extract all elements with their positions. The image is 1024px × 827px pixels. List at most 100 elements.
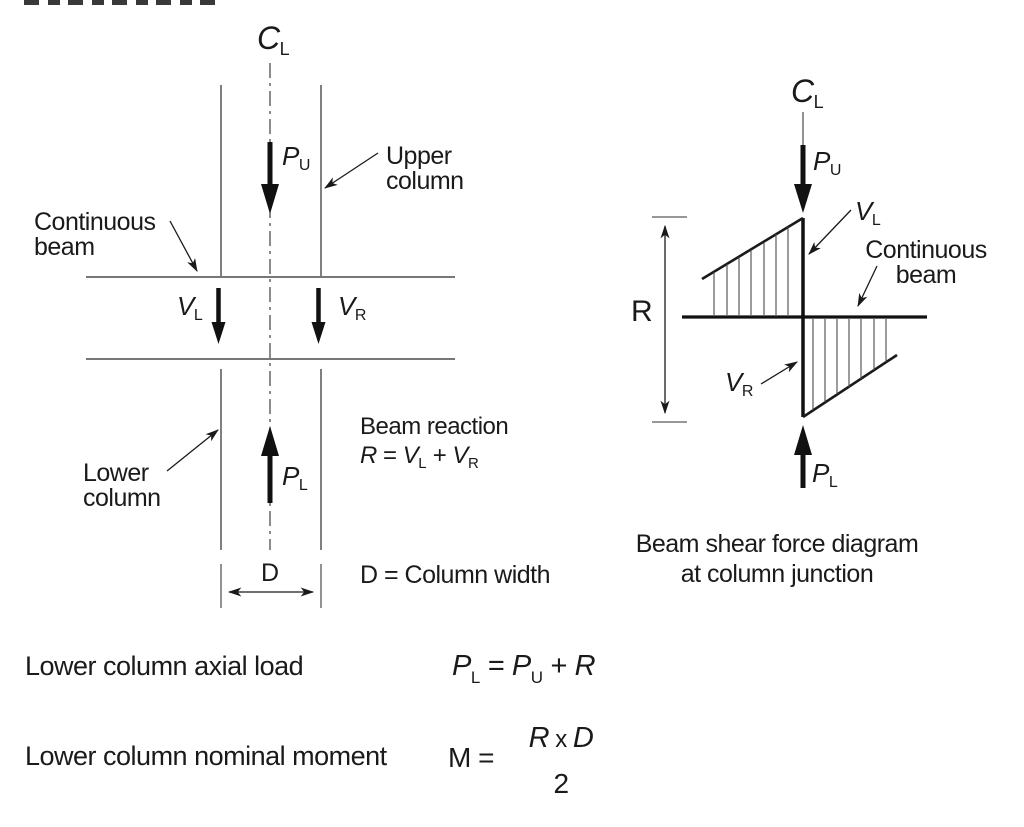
label-line: beam — [895, 261, 957, 289]
shear-right-label: VR — [338, 293, 366, 324]
var-sub: R — [354, 307, 367, 324]
beam-reaction-formula: R = VL + VR — [360, 441, 508, 478]
plus-sign: + — [543, 650, 575, 682]
var-base: R — [574, 650, 596, 682]
shear-diagram-caption: Beam shear force diagram at column junct… — [598, 529, 956, 589]
nominal-moment-fraction: R x D 2 — [518, 723, 604, 798]
label-line: beam — [34, 233, 95, 261]
equals-sign: = — [480, 650, 512, 682]
var-sub: R — [467, 455, 479, 472]
label-line: column — [386, 167, 464, 195]
column-width-dimension — [220, 564, 322, 608]
var-base: V — [338, 291, 355, 321]
upper-column-label: Upper column — [386, 144, 464, 194]
lower-column-label: Lower column — [83, 461, 161, 511]
var-sub: L — [298, 477, 308, 494]
shear-right-label: VR — [725, 369, 753, 400]
centerline-symbol: CL — [257, 22, 290, 58]
upper-column-leader-arrow — [324, 152, 379, 189]
var-base: P — [282, 141, 299, 171]
var-base: R — [528, 722, 550, 754]
axial-load-formula: PL = PU + R — [452, 650, 596, 687]
nominal-moment-equation-label: Lower column nominal moment — [25, 741, 387, 771]
label-line: Continuous — [865, 236, 987, 264]
var-base: V — [452, 442, 468, 469]
arrow-head — [311, 322, 326, 344]
var-base: P — [812, 458, 829, 488]
moment-denominator: 2 — [553, 768, 569, 799]
label-line: Upper — [386, 142, 452, 170]
upper-load-arrow-icon — [794, 145, 812, 213]
shear-left-arrow-icon — [211, 288, 226, 344]
lower-load-arrow-icon — [261, 426, 279, 503]
arrow-head — [261, 426, 279, 456]
moment-numerator: R x D — [518, 723, 604, 755]
label-line: Lower — [83, 459, 149, 487]
nominal-moment-lhs: M = — [448, 742, 494, 773]
shear-right-arrow-icon — [311, 288, 326, 344]
label-line: Continuous — [34, 208, 156, 236]
upper-load-label: PU — [282, 143, 310, 174]
var-base: V — [855, 196, 872, 226]
lower-load-arrow-icon — [794, 425, 812, 488]
continuous-beam-label: Continuous beam — [34, 208, 156, 261]
var-base: D — [572, 722, 594, 754]
var-base: V — [725, 367, 742, 397]
var-sub: L — [193, 307, 203, 324]
plus-sign: + — [426, 442, 453, 469]
shear-left-label: VL — [177, 293, 203, 324]
var-base: C — [791, 73, 814, 109]
equals-sign: = — [376, 442, 403, 469]
shear-left-leader-arrow — [808, 209, 852, 255]
shear-slope-line — [701, 216, 804, 281]
column-width-definition: D = Column width — [360, 561, 551, 589]
var-sub: L — [470, 668, 481, 687]
centerline-symbol: CL — [791, 75, 824, 111]
caption-line: Beam shear force diagram — [635, 530, 919, 558]
lower-shear-triangle — [802, 319, 898, 419]
shear-right-leader-arrow — [760, 361, 798, 385]
beam-reaction-title: Beam reaction — [360, 413, 509, 440]
arrow-head — [261, 184, 279, 214]
var-base: V — [177, 291, 194, 321]
arrow-head — [794, 425, 812, 455]
var-sub: L — [828, 474, 838, 491]
hatching — [713, 227, 789, 315]
lower-load-label: PL — [282, 463, 308, 494]
var-sub: L — [871, 212, 881, 229]
continuous-beam-label: Continuous beam — [856, 238, 996, 288]
left-elevation-diagram — [86, 63, 455, 608]
continuous-beam-leader-arrow — [857, 265, 878, 308]
continuous-beam-leader-arrow — [169, 220, 198, 272]
shear-force-diagram — [652, 112, 927, 488]
var-base: P — [511, 650, 531, 682]
shear-slope-line — [802, 353, 898, 419]
var-sub: U — [298, 157, 311, 174]
reaction-dimension-label: R — [631, 295, 653, 328]
var-sub: L — [279, 39, 290, 59]
var-base: V — [402, 442, 419, 469]
caption-line: at column junction — [680, 560, 874, 588]
var-sub: R — [741, 383, 754, 400]
arrow-head — [794, 184, 812, 213]
upper-load-arrow-icon — [261, 142, 279, 214]
hatching — [812, 319, 887, 410]
lower-load-label: PL — [812, 460, 838, 491]
label-line: column — [83, 484, 161, 512]
arrow-head — [211, 322, 226, 344]
times-sign: x — [549, 726, 573, 753]
var-sub: L — [418, 455, 427, 472]
var-sub: U — [530, 668, 543, 687]
upper-load-label: PU — [813, 148, 841, 179]
beam-reaction-note: Beam reaction R = VL + VR — [360, 412, 509, 478]
var-base: P — [813, 146, 830, 176]
var-base: R — [360, 442, 377, 469]
var-base: P — [452, 650, 471, 682]
axial-load-equation-label: Lower column axial load — [25, 651, 304, 681]
column-width-dim-label: D — [261, 559, 279, 587]
reaction-dimension — [652, 216, 687, 423]
shear-left-label: VL — [855, 198, 881, 229]
var-base: C — [257, 20, 280, 56]
